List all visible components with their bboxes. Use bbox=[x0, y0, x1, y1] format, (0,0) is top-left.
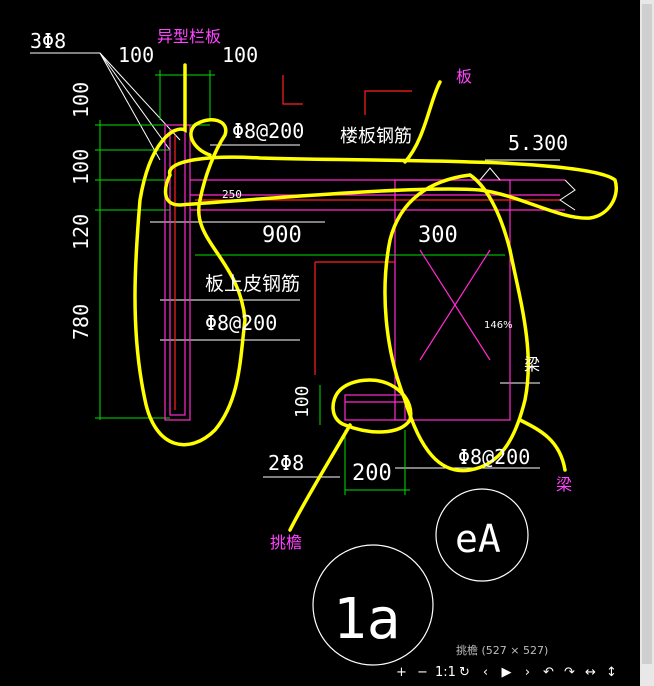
note-cornice: 挑檐 bbox=[270, 533, 302, 552]
circle-ea-label: eA bbox=[455, 517, 501, 561]
dim-900: 900 bbox=[262, 223, 302, 248]
zoom-out-button[interactable]: − bbox=[417, 665, 428, 680]
elevation-label: 5.300 bbox=[508, 131, 568, 155]
handwritten-annotations bbox=[133, 63, 618, 532]
slab-top-rebar-label: 板上皮钢筋 bbox=[205, 273, 300, 295]
floor-slab-rebar-label: 楼板钢筋 bbox=[340, 126, 412, 147]
note-beam: 梁 bbox=[556, 475, 572, 494]
dim-left-100-a: 100 bbox=[69, 82, 93, 118]
zoom-percentage: 146% bbox=[484, 320, 513, 331]
image-viewer: 3Φ8 100 100 100 100 120 780 Φ8@200 楼板钢筋 … bbox=[30, 27, 620, 682]
note-special-parapet: 异型栏板 bbox=[157, 27, 221, 46]
circle-1a-label: 1a bbox=[333, 587, 400, 652]
dim-left-780: 780 bbox=[69, 304, 93, 340]
dim-200: 200 bbox=[352, 461, 392, 486]
fit-height-icon[interactable]: ↕ bbox=[606, 665, 617, 680]
dim-bottom-100: 100 bbox=[292, 385, 313, 418]
dim-100-b: 100 bbox=[222, 43, 258, 67]
zoom-in-button[interactable]: + bbox=[396, 665, 407, 680]
rotate-icon[interactable]: ↻ bbox=[459, 665, 470, 680]
actual-size-button[interactable]: 1:1 bbox=[435, 665, 456, 680]
image-caption: 挑檐 (527 × 527) bbox=[456, 644, 549, 657]
cad-breakline bbox=[479, 167, 576, 211]
rebar-bottom-label: Φ8@200 bbox=[458, 445, 530, 469]
cad-dimension-lines bbox=[95, 70, 505, 495]
scrollbar-thumb[interactable] bbox=[642, 4, 652, 664]
top-left-bar-label: 3Φ8 bbox=[30, 29, 66, 53]
dim-250: 250 bbox=[222, 188, 242, 201]
redo-icon[interactable]: ↷ bbox=[564, 665, 575, 680]
note-slab: 板 bbox=[456, 67, 472, 86]
rebar-top-label: Φ8@200 bbox=[232, 119, 304, 143]
cad-white-lines bbox=[30, 52, 560, 478]
prev-icon[interactable]: ‹ bbox=[482, 665, 489, 680]
dim-left-100-b: 100 bbox=[69, 149, 93, 185]
next-icon[interactable]: › bbox=[524, 665, 531, 680]
rebar-mid-label: Φ8@200 bbox=[205, 311, 277, 335]
dim-100-a: 100 bbox=[118, 43, 154, 67]
dim-left-120: 120 bbox=[69, 214, 93, 250]
axis-circle-ea bbox=[435, 488, 529, 582]
fit-width-icon[interactable]: ↔ bbox=[585, 665, 596, 680]
vertical-scrollbar[interactable] bbox=[640, 0, 654, 686]
dim-300: 300 bbox=[418, 223, 458, 248]
beam-text: 梁 bbox=[524, 355, 540, 374]
axis-circle-1a bbox=[312, 544, 434, 666]
undo-icon[interactable]: ↶ bbox=[543, 665, 554, 680]
bottom-bar-label: 2Φ8 bbox=[268, 451, 304, 475]
viewer-toolbar: + − 1:1 ↻ ‹ ▶ › ↶ ↷ ↔ ↕ bbox=[393, 664, 620, 682]
cad-drawing: 3Φ8 100 100 100 100 120 780 Φ8@200 楼板钢筋 … bbox=[30, 27, 618, 666]
play-icon[interactable]: ▶ bbox=[501, 665, 512, 680]
